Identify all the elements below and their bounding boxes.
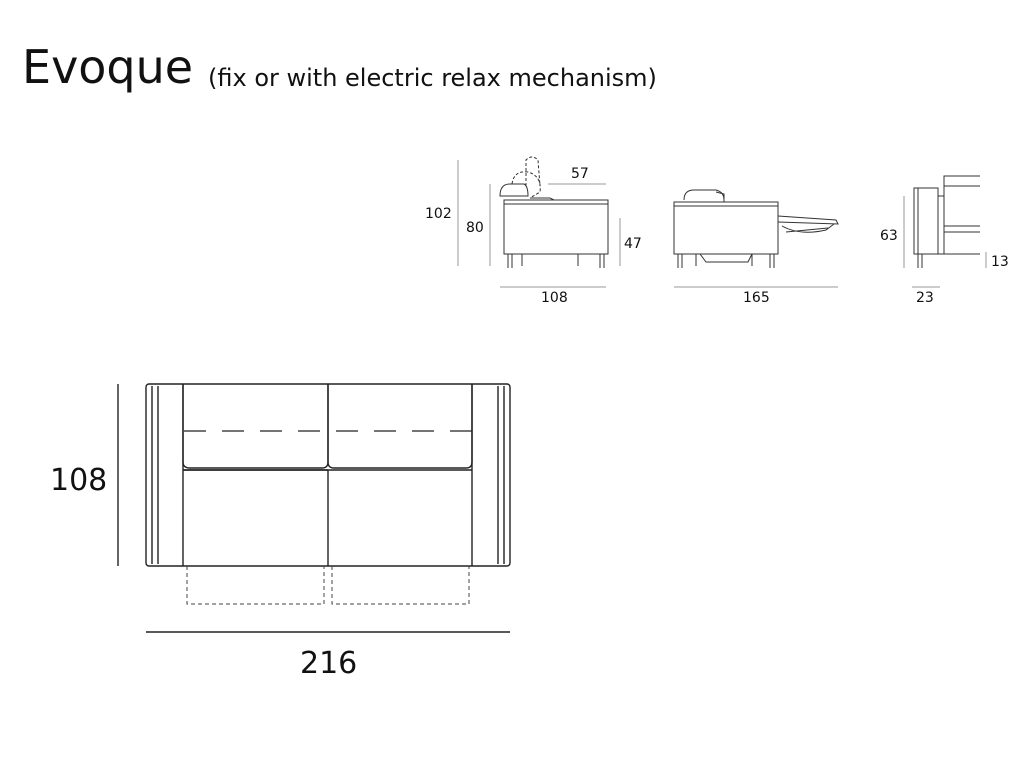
dim-top-width: 216 [300,646,357,681]
dim-height-total: 102 [425,206,452,222]
product-subtitle: (fix or with electric relax mechanism) [208,64,657,92]
dim-arm-width: 23 [916,290,934,306]
top-view-dimensions [117,384,510,633]
dim-reclined-depth: 165 [743,290,770,306]
dim-headrest-offset: 57 [571,166,589,182]
dim-arm-height: 63 [880,228,898,244]
dim-seat-height: 47 [624,236,642,252]
dim-height-back: 80 [466,220,484,236]
side-view-reclined [673,189,839,288]
dim-side-depth: 108 [541,290,568,306]
product-title: Evoque [22,40,194,94]
front-view-arm [903,175,987,288]
dim-top-depth: 108 [50,463,107,498]
side-view-upright [457,156,621,288]
top-view [145,383,511,567]
top-view-footrests [186,566,470,605]
dim-feet-height: 13 [991,254,1009,270]
